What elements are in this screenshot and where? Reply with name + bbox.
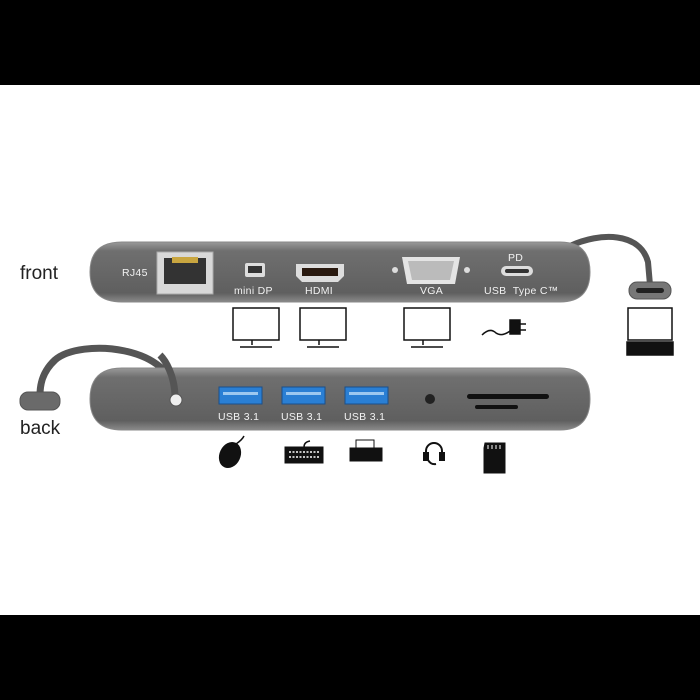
usb-label: USB 3.1: [281, 411, 322, 423]
hdmi-label: HDMI: [305, 285, 333, 297]
mini-dp-port: [245, 263, 265, 277]
cable-plug: [19, 391, 61, 411]
usb-label: USB 3.1: [218, 411, 259, 423]
usb-c-port: [501, 266, 533, 276]
keyboard-icon: [284, 440, 324, 464]
front-label: front: [20, 263, 59, 284]
cable-entry: [157, 352, 179, 399]
cable-entry-hole: [169, 393, 183, 407]
monitor-icon: [403, 307, 451, 348]
headset-icon: [423, 442, 445, 466]
front-cable: [568, 234, 653, 286]
back-label: back: [20, 418, 61, 439]
microsd-card-slot: [475, 405, 518, 409]
power-adapter-icon: [481, 319, 526, 336]
bottom-black-band: [0, 615, 700, 700]
sd-card-icon: [483, 442, 506, 474]
vga-label: VGA: [420, 285, 443, 297]
monitor-icon: [232, 307, 280, 348]
printer-icon: [349, 439, 383, 462]
usb-c-plug: [628, 281, 672, 300]
usb-a-port: [344, 386, 389, 405]
usb-label: USB 3.1: [344, 411, 385, 423]
usb-c-label: USB Type C™: [484, 285, 559, 297]
mouse-icon: [218, 435, 245, 469]
vga-port: [392, 257, 470, 284]
hdmi-port: [296, 264, 344, 282]
rj45-label: RJ45: [122, 267, 148, 279]
laptop-icon: [626, 307, 674, 356]
audio-jack: [425, 394, 435, 404]
monitor-icon: [299, 307, 347, 348]
usb-a-port: [281, 386, 326, 405]
mini-dp-label: mini DP: [234, 285, 273, 297]
back-panel: [89, 367, 591, 431]
pd-label: PD: [508, 252, 523, 264]
rj45-port: [156, 251, 214, 295]
top-black-band: [0, 0, 700, 85]
usb-a-port: [218, 386, 263, 405]
sd-card-slot: [467, 394, 549, 399]
